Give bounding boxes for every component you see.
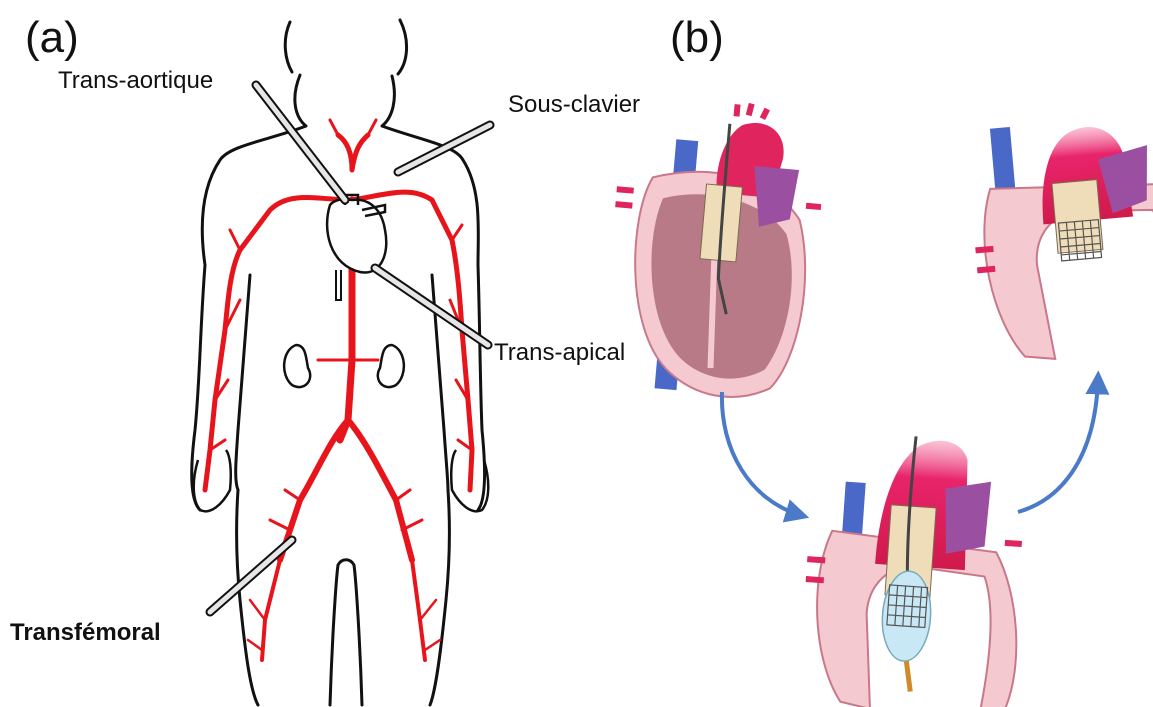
flow-arrow-2-to-3	[1018, 380, 1098, 512]
vena-cava-line	[336, 270, 341, 300]
heart-step-2	[797, 429, 1031, 707]
panel-b-label: (b)	[670, 13, 724, 62]
body-heart	[327, 199, 386, 272]
left-hand	[194, 450, 231, 511]
trans-apical-label: Trans-apical	[494, 339, 625, 366]
transfemoral-label: Transfémoral	[10, 619, 161, 646]
arm-inner-outline	[236, 275, 448, 490]
heart-step-1	[600, 93, 830, 404]
body-figure: Trans-aortique Sous-clavier Trans-apical…	[10, 20, 640, 705]
body-outline	[192, 20, 485, 705]
flow-arrow-1-to-2	[722, 392, 800, 515]
right-kidney	[378, 345, 404, 387]
left-kidney	[284, 345, 310, 387]
heart-step-3	[965, 112, 1153, 365]
panel-a-label: (a)	[25, 13, 79, 62]
trans-aortique-label: Trans-aortique	[58, 67, 213, 94]
sous-clavier-label: Sous-clavier	[508, 91, 640, 118]
